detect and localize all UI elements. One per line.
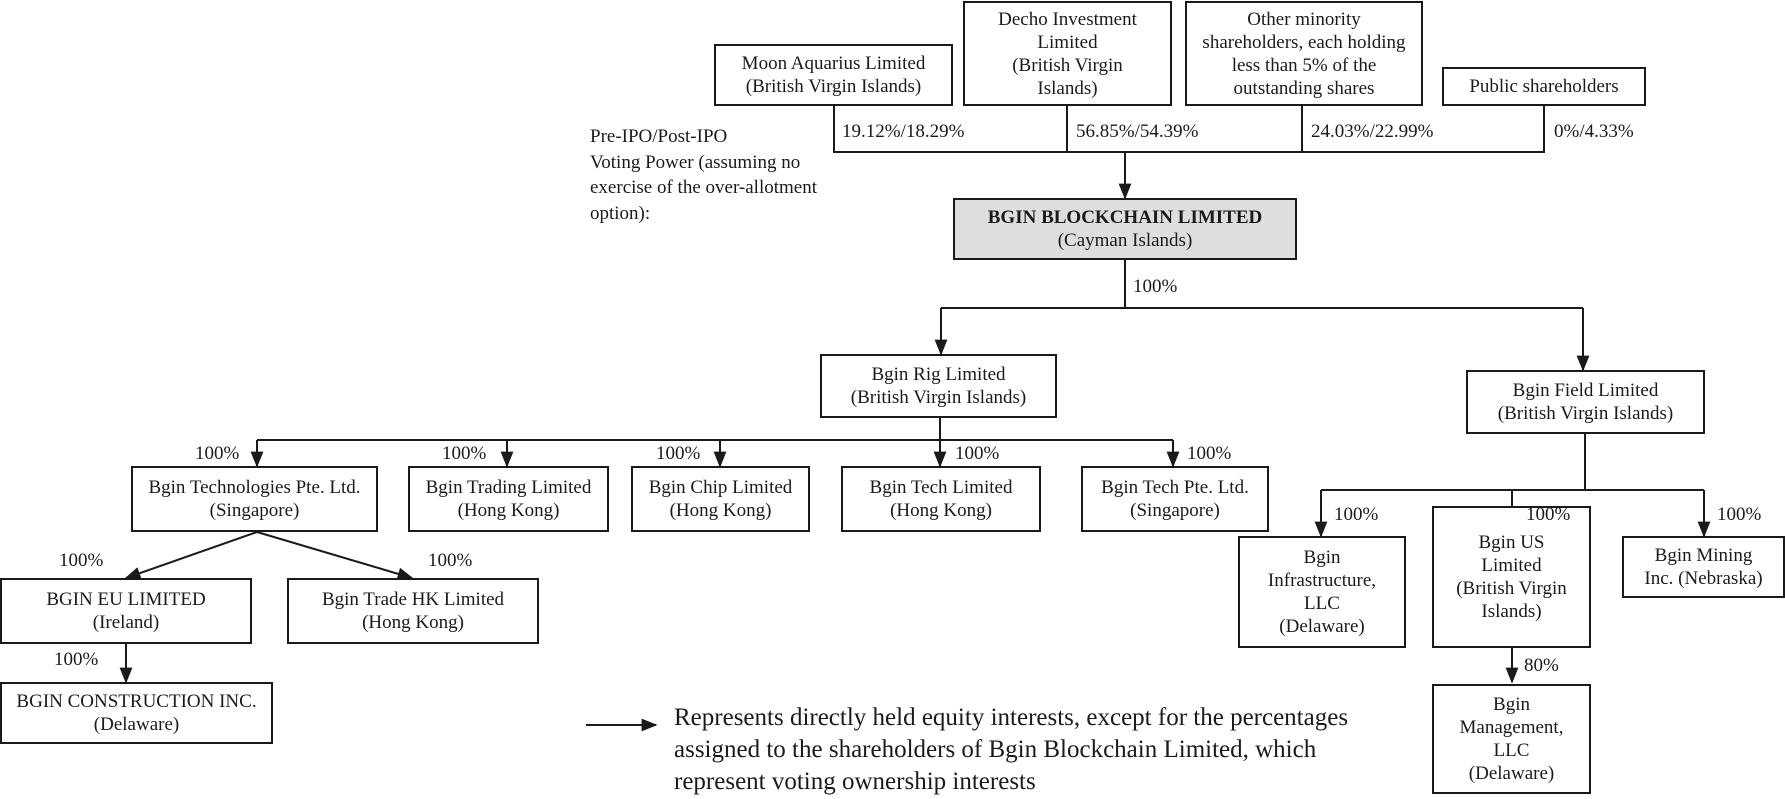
voting-decho: 56.85%/54.39% bbox=[1076, 121, 1199, 142]
pct-mining: 100% bbox=[1717, 504, 1762, 525]
entity-name: Bgin Chip Limited bbox=[648, 477, 793, 498]
shareholder-name: Moon Aquarius Limited bbox=[741, 53, 926, 74]
shareholder-public: Public shareholders bbox=[1442, 67, 1646, 106]
entity-jurisdiction: (Hong Kong) bbox=[362, 612, 464, 633]
entity-bgin-field: Bgin Field Limited (British Virgin Islan… bbox=[1466, 370, 1705, 434]
pct-tech-pte: 100% bbox=[1187, 443, 1232, 464]
pct-infrastructure: 100% bbox=[1334, 504, 1379, 525]
shareholder-moon-aquarius: Moon Aquarius Limited (British Virgin Is… bbox=[714, 44, 953, 106]
box-line: Bgin bbox=[1493, 694, 1530, 715]
box-line: Limited bbox=[1037, 31, 1098, 53]
box-line: (Delaware) bbox=[1279, 616, 1365, 637]
box-line: outstanding shares bbox=[1233, 77, 1375, 99]
entity-jurisdiction: (Hong Kong) bbox=[890, 500, 992, 521]
pct-us: 100% bbox=[1526, 504, 1571, 525]
entity-jurisdiction: (Ireland) bbox=[92, 612, 160, 633]
box-line: Management, bbox=[1459, 717, 1564, 738]
box-line: Infrastructure, bbox=[1267, 570, 1377, 591]
note-line: Pre-IPO/Post-IPO bbox=[590, 126, 728, 147]
company-name: BGIN BLOCKCHAIN LIMITED bbox=[987, 207, 1263, 228]
entity-jurisdiction: (Singapore) bbox=[209, 500, 300, 521]
note-line: Voting Power (assuming no bbox=[590, 151, 801, 173]
tech-to-trade-hk-arrow bbox=[256, 531, 414, 581]
entity-bgin-trading: Bgin Trading Limited (Hong Kong) bbox=[408, 466, 609, 532]
shareholder-decho: Decho Investment Limited (British Virgin… bbox=[963, 1, 1172, 106]
legend-line: Represents directly held equity interest… bbox=[674, 704, 1349, 731]
entity-name: Bgin Rig Limited bbox=[871, 364, 1006, 385]
entity-name: Bgin Trading Limited bbox=[425, 477, 592, 498]
shareholder-name: Public shareholders bbox=[1469, 76, 1619, 97]
shareholder-other-minority: Other minority shareholders, each holdin… bbox=[1185, 1, 1423, 106]
note-line: exercise of the over-allotment bbox=[590, 177, 817, 198]
box-line: Islands) bbox=[1481, 601, 1542, 622]
box-line: (Delaware) bbox=[1468, 763, 1555, 784]
pct-tech-hk: 100% bbox=[955, 443, 1000, 464]
voting-minority: 24.03%/22.99% bbox=[1311, 121, 1434, 142]
entity-jurisdiction: (Singapore) bbox=[1130, 500, 1220, 521]
pct-chip: 100% bbox=[656, 443, 701, 464]
entity-bgin-management: Bgin Management, LLC (Delaware) bbox=[1432, 684, 1591, 794]
entity-bgin-technologies-pte: Bgin Technologies Pte. Ltd. (Singapore) bbox=[131, 466, 378, 532]
box-line: Inc. (Nebraska) bbox=[1644, 568, 1763, 589]
shareholder-jurisdiction: (British Virgin Islands) bbox=[745, 76, 922, 97]
box-line: Bgin bbox=[1303, 547, 1341, 568]
entity-name: BGIN EU LIMITED bbox=[46, 589, 206, 610]
box-line: Bgin Mining bbox=[1654, 545, 1753, 566]
entity-bgin-tech-hk: Bgin Tech Limited (Hong Kong) bbox=[841, 466, 1041, 532]
pct-trade-hk: 100% bbox=[428, 550, 473, 571]
entity-bgin-tech-pte: Bgin Tech Pte. Ltd. (Singapore) bbox=[1081, 466, 1269, 532]
company-branch-line bbox=[941, 260, 1583, 309]
entity-name: Bgin Tech Pte. Ltd. bbox=[1101, 477, 1249, 498]
entity-bgin-construction: BGIN CONSTRUCTION INC. (Delaware) bbox=[0, 682, 273, 744]
company-ownership-pct: 100% bbox=[1133, 276, 1178, 297]
entity-name: Bgin Tech Limited bbox=[869, 477, 1013, 498]
pct-technologies: 100% bbox=[195, 443, 240, 464]
entity-name: Bgin Trade HK Limited bbox=[321, 589, 505, 610]
legend-text: Represents directly held equity interest… bbox=[674, 702, 1348, 798]
legend-line: represent voting ownership interests bbox=[674, 768, 1036, 795]
box-line: (British Virgin bbox=[1456, 578, 1567, 599]
entity-jurisdiction: (Delaware) bbox=[93, 714, 180, 735]
voting-bracket-line bbox=[833, 95, 1545, 153]
entity-bgin-infrastructure: Bgin Infrastructure, LLC (Delaware) bbox=[1238, 536, 1406, 648]
tech-to-eu-arrow bbox=[124, 531, 258, 580]
entity-name: Bgin Technologies Pte. Ltd. bbox=[148, 477, 361, 498]
box-line: LLC bbox=[1304, 593, 1340, 614]
legend-line: assigned to the shareholders of Bgin Blo… bbox=[674, 736, 1317, 763]
entity-bgin-trade-hk: Bgin Trade HK Limited (Hong Kong) bbox=[287, 578, 539, 644]
pct-construction: 100% bbox=[54, 649, 99, 670]
entity-jurisdiction: (British Virgin Islands) bbox=[850, 387, 1027, 408]
entity-bgin-chip: Bgin Chip Limited (Hong Kong) bbox=[631, 466, 810, 532]
note-line: option): bbox=[590, 202, 651, 224]
entity-bgin-eu: BGIN EU LIMITED (Ireland) bbox=[0, 578, 252, 644]
box-line: shareholders, each holding bbox=[1202, 31, 1406, 53]
box-line: Limited bbox=[1481, 555, 1542, 576]
company-jurisdiction: (Cayman Islands) bbox=[1057, 230, 1193, 251]
voting-moon: 19.12%/18.29% bbox=[842, 121, 965, 142]
box-line: (British Virgin bbox=[1012, 54, 1123, 76]
box-line: Islands) bbox=[1037, 77, 1098, 99]
box-line: Other minority bbox=[1247, 8, 1361, 30]
box-line: Bgin US bbox=[1478, 532, 1545, 553]
box-line: LLC bbox=[1493, 740, 1530, 761]
pct-eu: 100% bbox=[59, 550, 104, 571]
pct-management: 80% bbox=[1524, 655, 1559, 676]
entity-name: BGIN CONSTRUCTION INC. bbox=[16, 691, 257, 712]
entity-jurisdiction: (British Virgin Islands) bbox=[1497, 403, 1674, 424]
box-line: less than 5% of the bbox=[1231, 54, 1377, 76]
pct-trading: 100% bbox=[442, 443, 487, 464]
entity-jurisdiction: (Hong Kong) bbox=[669, 500, 772, 521]
entity-bgin-us: Bgin US Limited (British Virgin Islands) bbox=[1432, 506, 1591, 648]
entity-name: Bgin Field Limited bbox=[1512, 380, 1659, 401]
entity-bgin-mining: Bgin Mining Inc. (Nebraska) bbox=[1622, 536, 1785, 598]
entity-jurisdiction: (Hong Kong) bbox=[457, 500, 560, 521]
voting-power-note: Pre-IPO/Post-IPO Voting Power (assuming … bbox=[590, 124, 817, 226]
voting-public: 0%/4.33% bbox=[1554, 121, 1634, 142]
box-line: Decho Investment bbox=[998, 8, 1137, 30]
company-bgin-blockchain: BGIN BLOCKCHAIN LIMITED (Cayman Islands) bbox=[953, 198, 1297, 260]
entity-bgin-rig: Bgin Rig Limited (British Virgin Islands… bbox=[820, 354, 1057, 418]
